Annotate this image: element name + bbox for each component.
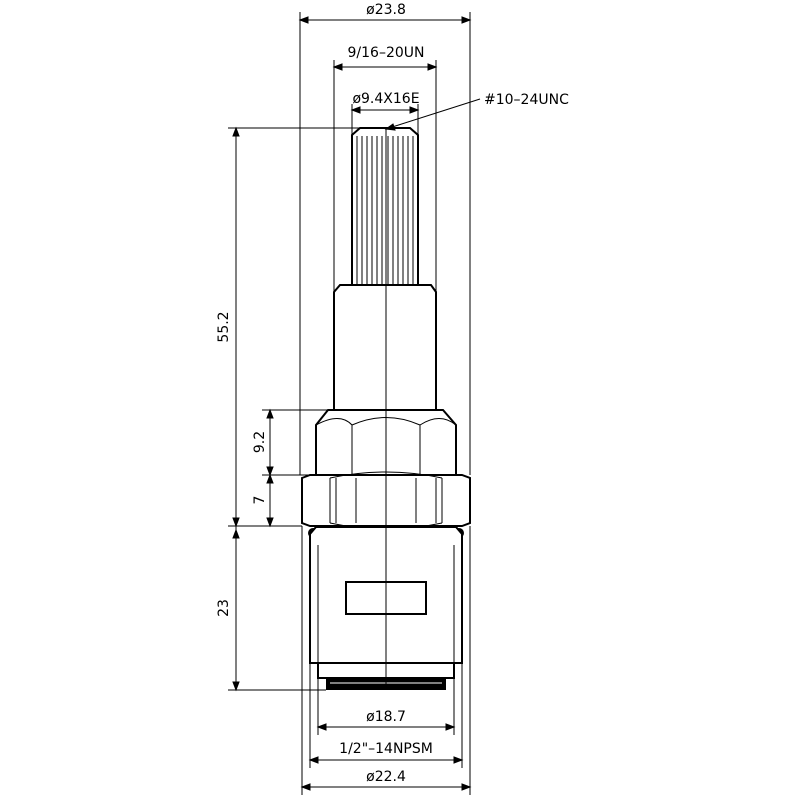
label-outer-diameter-top: ø23.8 <box>366 2 406 18</box>
label-seal-diameter: ø18.7 <box>366 709 406 725</box>
label-outer-diameter-bottom: ø22.4 <box>366 769 406 785</box>
label-body-height: 23 <box>216 599 232 617</box>
label-pipe-thread: 1/2"–14NPSM <box>339 741 433 757</box>
spline-teeth <box>356 136 414 284</box>
label-hex-height: 9.2 <box>252 431 268 453</box>
label-collar-height: 7 <box>252 496 268 505</box>
cartridge-part <box>301 127 471 690</box>
label-spline: ø9.4X16E <box>352 91 419 107</box>
label-screw-thread: #10–24UNC <box>484 92 569 108</box>
dimensions <box>228 12 481 795</box>
label-stem-thread: 9/16–20UN <box>348 45 425 61</box>
dimension-labels: ø23.8 9/16–20UN ø9.4X16E #10–24UNC 55.2 … <box>216 2 569 785</box>
threaded-shank <box>333 284 437 411</box>
label-overall-height: 55.2 <box>216 311 232 342</box>
